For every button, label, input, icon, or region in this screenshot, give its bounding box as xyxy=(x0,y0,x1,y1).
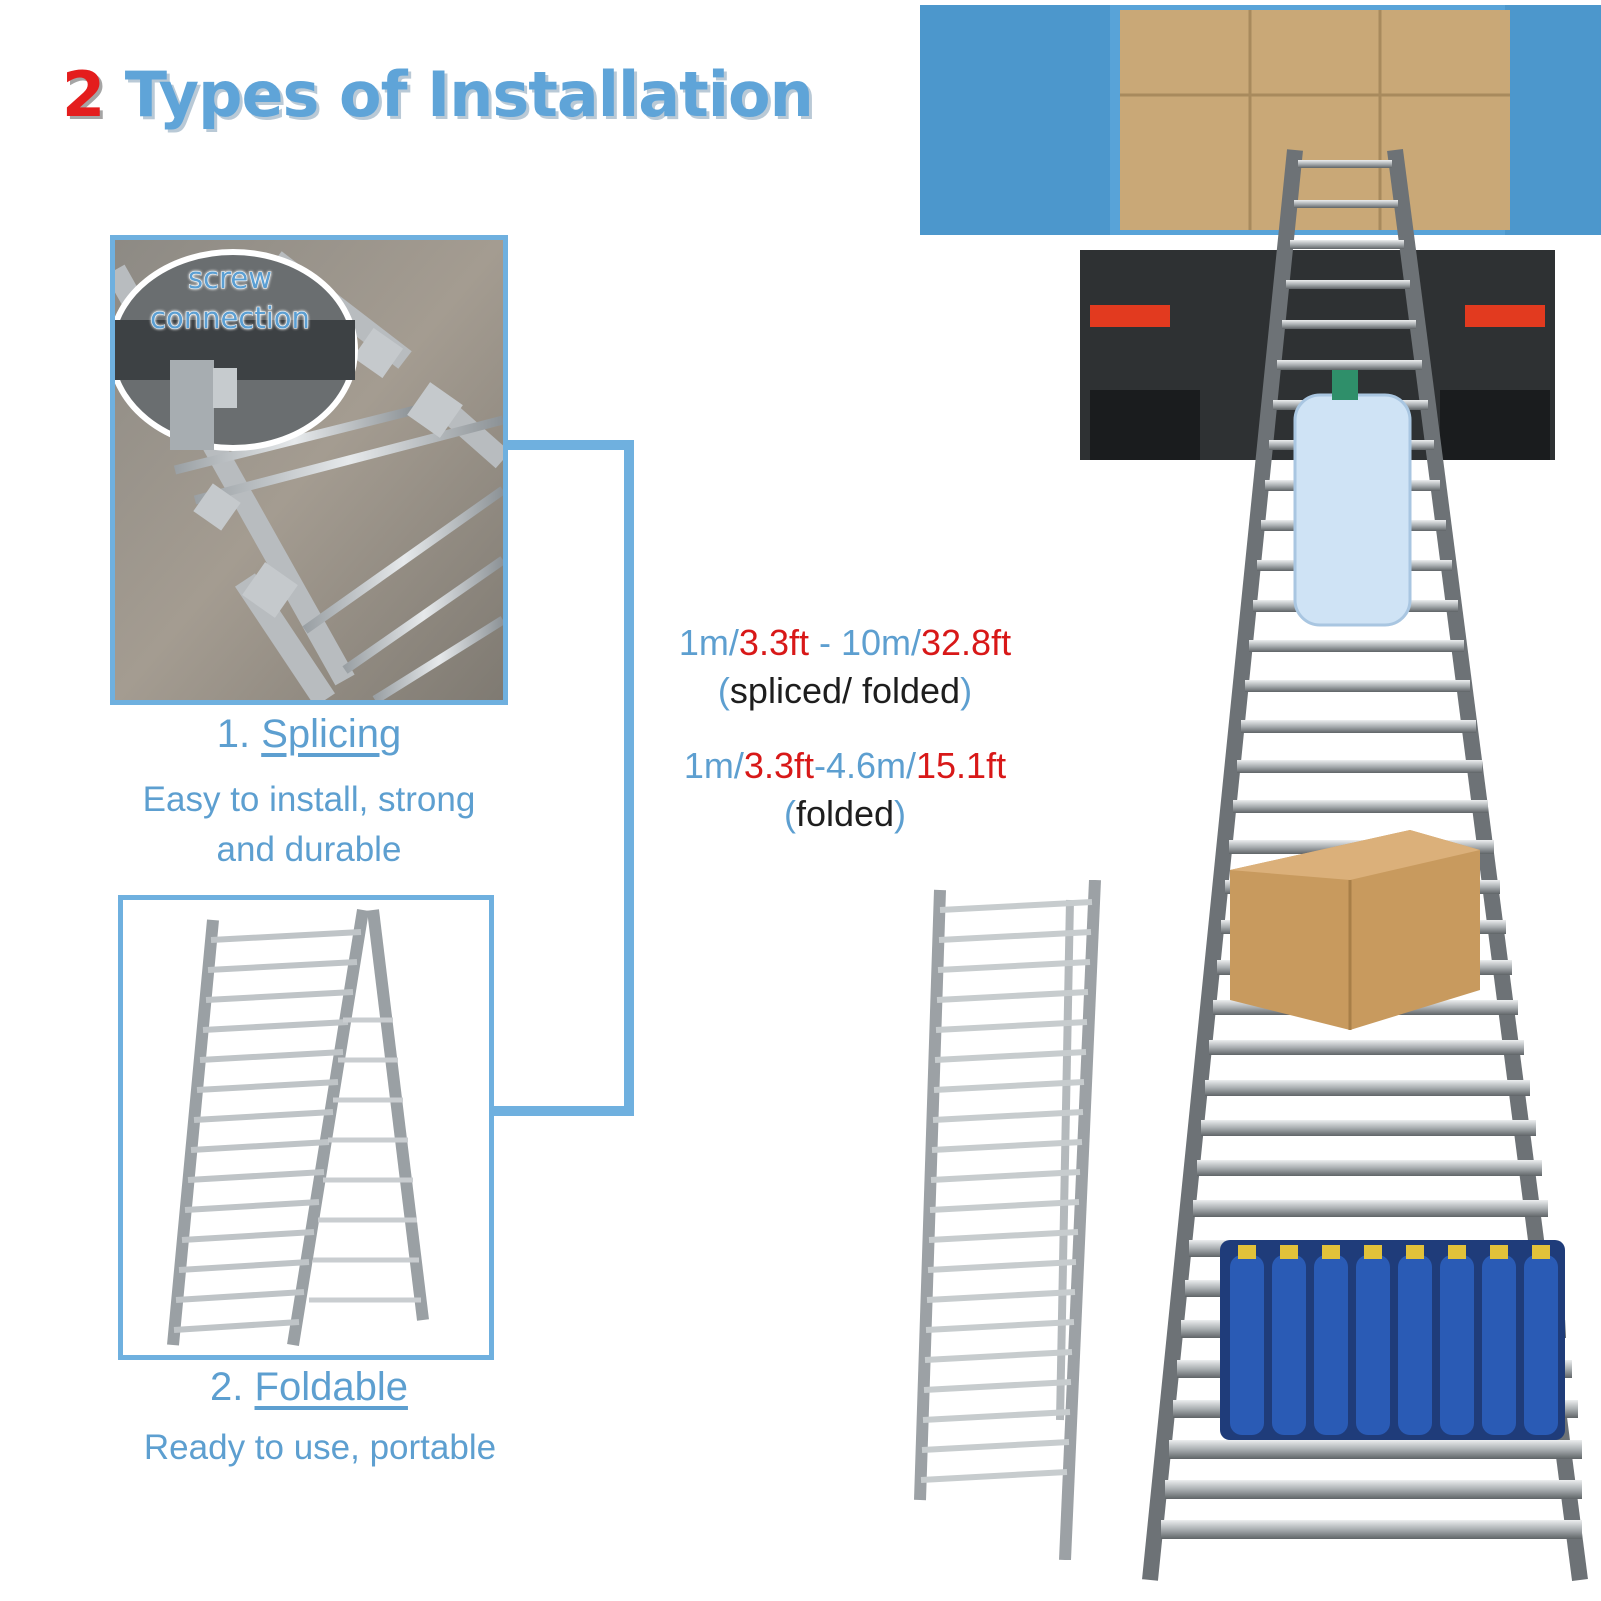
spec1-paren-open: ( xyxy=(717,670,730,711)
foldable-heading: 2. Foldable xyxy=(110,1365,508,1410)
conveyor-left-rail xyxy=(1142,149,1303,1581)
spec-length-folded: 1m/3.3ft-4.6m/15.1ft (folded) xyxy=(640,745,1050,835)
foldable-illustration xyxy=(123,900,489,1355)
screw-connection-callout: screw connection xyxy=(120,258,340,338)
splicing-heading: 1. Splicing xyxy=(110,712,508,757)
splicing-description: Easy to install, strong and durable xyxy=(100,775,518,875)
spec2-paren-close: ) xyxy=(894,793,907,834)
foldable-index: 2. xyxy=(210,1365,244,1409)
foldable-name: Foldable xyxy=(254,1365,408,1409)
title-text: Types of Installation xyxy=(124,58,814,131)
standalone-conveyor-illustration xyxy=(914,880,1101,1560)
spec2-a: 1m/ xyxy=(683,745,744,786)
spec2-note: folded xyxy=(795,793,895,834)
connector-bracket xyxy=(478,440,634,1116)
splicing-index: 1. xyxy=(216,712,251,756)
truck-cargo-boxes xyxy=(1120,10,1510,230)
splicing-desc-line1: Easy to install, strong xyxy=(142,780,476,819)
foldable-description: Ready to use, portable xyxy=(100,1428,540,1468)
splicing-name: Splicing xyxy=(261,712,402,756)
spec1-b: 3.3ft xyxy=(738,622,809,663)
spec1-d: 32.8ft xyxy=(921,622,1012,663)
title-number: 2 xyxy=(62,58,105,131)
spec1-note: spliced/ folded xyxy=(729,670,961,711)
splicing-illustration xyxy=(115,240,503,700)
bagged-water-bottle xyxy=(1293,393,1412,627)
splicing-desc-line2: and durable xyxy=(216,830,402,869)
spec2-paren-open: ( xyxy=(783,793,796,834)
page-title: 2 Types of Installation xyxy=(62,58,814,131)
bottle-pack xyxy=(1220,1240,1565,1440)
foldable-desc: Ready to use, portable xyxy=(143,1428,497,1467)
spec1-paren-close: ) xyxy=(960,670,973,711)
spec2-d: 15.1ft xyxy=(916,745,1007,786)
spec1-c: - 10m/ xyxy=(808,622,922,663)
splicing-photo xyxy=(110,235,508,705)
spec1-a: 1m/ xyxy=(678,622,739,663)
truck-conveyor-scene xyxy=(920,5,1601,1582)
callout-line1: screw xyxy=(188,261,273,296)
spec-length-spliced: 1m/3.3ft - 10m/32.8ft (spliced/ folded) xyxy=(640,622,1050,712)
cardboard-box xyxy=(1230,830,1480,1030)
spec2-b: 3.3ft xyxy=(743,745,814,786)
spec2-c: -4.6m/ xyxy=(813,745,917,786)
foldable-photo xyxy=(118,895,494,1360)
callout-line2: connection xyxy=(150,301,311,336)
